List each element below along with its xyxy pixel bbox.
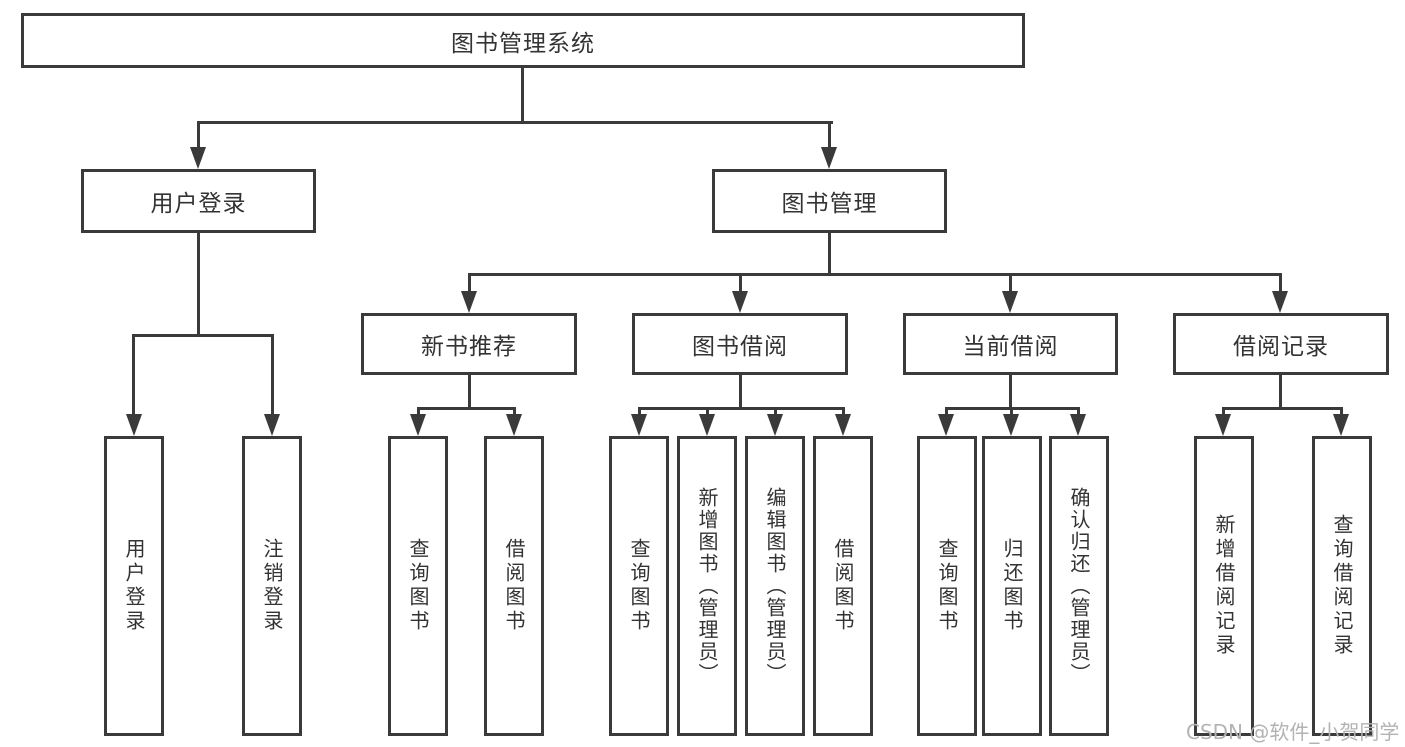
edge-leaf-a3-drop — [417, 407, 420, 415]
node-root-label: 图书管理系统 — [451, 30, 595, 57]
arrow-leaf-b3 — [767, 414, 783, 436]
edge-leaf-c3-drop — [1077, 407, 1080, 415]
node-borrow-records-label: 借阅记录 — [1233, 334, 1329, 360]
arrow-current-borrow — [1002, 291, 1018, 313]
leaf-add-borrow-record: 新增借阅记录 — [1194, 436, 1254, 736]
leaf-return-book-label: 归还图书 — [1000, 538, 1024, 634]
leaf-logout-label: 注销登录 — [260, 538, 284, 634]
leaf-confirm-return-admin-label: 确认归还（管理员） — [1067, 487, 1091, 685]
node-new-book-recommend-label: 新书推荐 — [421, 334, 517, 360]
edge-l3-drop-2 — [739, 273, 742, 293]
edge-l3-drop-1 — [468, 273, 471, 293]
edge-root-drop — [521, 68, 524, 121]
node-borrow-records: 借阅记录 — [1173, 313, 1389, 375]
edge-root-left-drop — [197, 121, 200, 149]
edge-leaf-a4-drop — [513, 407, 516, 415]
edge-leaf-b2-drop — [706, 407, 709, 415]
leaf-query-books-recommend: 查询图书 — [388, 436, 448, 736]
watermark-text: CSDN @软件_小贺同学 — [1186, 720, 1400, 744]
node-book-mgmt: 图书管理 — [712, 169, 947, 233]
leaf-query-borrow-record-label: 查询借阅记录 — [1330, 514, 1354, 658]
edge-bookborrow-hbar — [639, 407, 844, 410]
edge-book-mgmt-hbar — [469, 273, 1282, 276]
edge-currentborrow-hbar — [946, 407, 1080, 410]
edge-leaf-b1-drop — [638, 407, 641, 415]
node-new-book-recommend: 新书推荐 — [361, 313, 577, 375]
node-book-borrow-label: 图书借阅 — [692, 334, 788, 360]
edge-borrowrecords-hbar — [1223, 407, 1342, 410]
edge-leaf-c1-drop — [945, 407, 948, 415]
node-root: 图书管理系统 — [21, 13, 1025, 68]
edge-root-hbar — [197, 121, 833, 124]
leaf-user-login: 用户登录 — [104, 436, 164, 736]
edge-leaf-login-drop — [132, 334, 135, 414]
leaf-borrow-books-borrow-label: 借阅图书 — [831, 538, 855, 634]
edge-root-right-drop — [828, 121, 831, 149]
edge-borrowrecords-drop — [1279, 375, 1282, 407]
arrow-leaf-login — [126, 414, 142, 436]
leaf-query-books-borrow: 查询图书 — [609, 436, 669, 736]
edge-leaf-b4-drop — [842, 407, 845, 415]
edge-leaf-d1-drop — [1222, 407, 1225, 415]
arrow-book-mgmt — [821, 147, 837, 169]
arrow-leaf-b4 — [835, 414, 851, 436]
edge-user-login-drop — [197, 233, 200, 334]
node-book-mgmt-label: 图书管理 — [781, 191, 878, 217]
leaf-add-book-admin: 新增图书（管理员） — [677, 436, 737, 736]
edge-book-mgmt-drop — [828, 233, 831, 273]
leaf-edit-book-admin: 编辑图书（管理员） — [745, 436, 805, 736]
node-user-login-label: 用户登录 — [150, 191, 247, 217]
edge-user-login-hbar — [132, 334, 274, 337]
leaf-query-borrow-record: 查询借阅记录 — [1312, 436, 1372, 736]
arrow-leaf-d2 — [1333, 414, 1349, 436]
leaf-query-books-borrow-label: 查询图书 — [627, 538, 651, 634]
edge-leaf-d2-drop — [1340, 407, 1343, 415]
leaf-edit-book-admin-label: 编辑图书（管理员） — [763, 487, 787, 685]
leaf-add-borrow-record-label: 新增借阅记录 — [1212, 514, 1236, 658]
arrow-leaf-logout — [264, 414, 280, 436]
edge-currentborrow-drop — [1009, 375, 1012, 407]
node-user-login: 用户登录 — [81, 169, 316, 233]
edge-leaf-logout-drop — [271, 334, 274, 414]
node-book-borrow: 图书借阅 — [632, 313, 848, 375]
leaf-borrow-books-borrow: 借阅图书 — [813, 436, 873, 736]
arrow-leaf-b2 — [699, 414, 715, 436]
arrow-leaf-c1 — [938, 414, 954, 436]
node-current-borrow-label: 当前借阅 — [962, 334, 1059, 360]
leaf-borrow-books-recommend-label: 借阅图书 — [502, 538, 526, 634]
leaf-confirm-return-admin: 确认归还（管理员） — [1049, 436, 1109, 736]
arrow-leaf-b1 — [631, 414, 647, 436]
edge-newbook-hbar — [418, 407, 515, 410]
arrow-user-login — [190, 147, 206, 169]
arrow-book-borrow — [732, 291, 748, 313]
edge-leaf-b3-drop — [774, 407, 777, 415]
arrow-leaf-c3 — [1070, 414, 1086, 436]
arrow-leaf-d1 — [1215, 414, 1231, 436]
leaf-return-book: 归还图书 — [982, 436, 1042, 736]
edge-l3-drop-4 — [1279, 273, 1282, 293]
leaf-query-books-recommend-label: 查询图书 — [406, 538, 430, 634]
edge-bookborrow-drop — [739, 375, 742, 407]
leaf-user-login-label: 用户登录 — [122, 538, 146, 634]
arrow-leaf-a4 — [506, 414, 522, 436]
edge-l3-drop-3 — [1009, 273, 1012, 293]
arrow-leaf-c2 — [1003, 414, 1019, 436]
arrow-leaf-a3 — [410, 414, 426, 436]
leaf-add-book-admin-label: 新增图书（管理员） — [695, 487, 719, 685]
arrow-new-book — [461, 291, 477, 313]
edge-leaf-c2-drop — [1010, 407, 1013, 415]
edge-newbook-drop — [468, 375, 471, 407]
leaf-logout: 注销登录 — [242, 436, 302, 736]
leaf-query-books-current-label: 查询图书 — [935, 538, 959, 634]
leaf-query-books-current: 查询图书 — [917, 436, 977, 736]
leaf-borrow-books-recommend: 借阅图书 — [484, 436, 544, 736]
node-current-borrow: 当前借阅 — [903, 313, 1118, 375]
arrow-borrow-records — [1272, 291, 1288, 313]
